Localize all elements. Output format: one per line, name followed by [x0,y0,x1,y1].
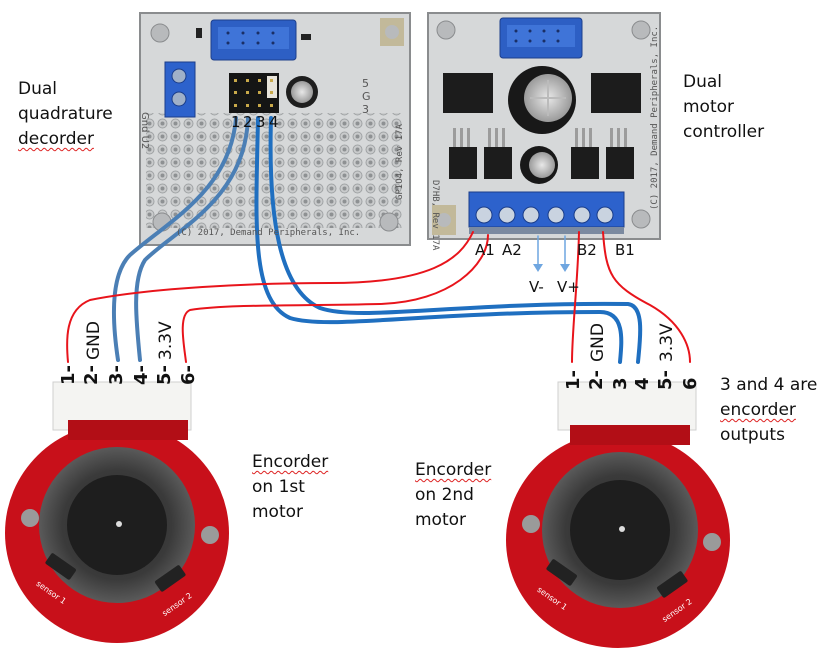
mount-hole-icon [522,515,540,533]
hall-sensor [657,571,688,598]
enc2-pin-2: 2- [586,370,607,390]
encoder2-label: Encorder on 2nd motor [415,458,491,533]
encoder1-label-line: on 1st [252,477,305,497]
hall-sensor [155,565,186,592]
controller-label-line: Dual [683,72,723,92]
mount-hole-icon [385,25,399,39]
encoder1-label-line: Encorder [252,452,329,472]
arrow-down-icon [560,264,570,272]
terminal-b1-label: B1 [615,241,635,259]
note-line: encorder [720,400,796,420]
driver-ic [591,73,641,113]
encoder2-label-line: Encorder [415,460,492,480]
note-line: 3 and 4 are [720,375,818,395]
controller-label: Dual motor controller [683,70,764,145]
mount-hole-icon [631,209,651,229]
encoder-2 [506,381,730,648]
hall-sensor [45,553,76,580]
screw-icon [171,91,187,107]
terminal-a1-label: A1 [475,241,495,259]
mount-hole-icon [201,526,219,544]
wire-decoder4-enc2-pin4 [268,116,643,364]
mount-hole-icon [436,20,456,40]
enc2-pin-4: 4 [632,377,653,390]
decoder-silk-bottom: (C) 2017, Demand Peripherals, Inc. [176,228,361,238]
mount-hole-icon [703,533,721,551]
enc1-pin-5: 5- [154,365,175,385]
arrow-down-icon [533,264,543,272]
mount-hole-icon [21,509,39,527]
enc1-pin-6: 6- [178,365,199,385]
mosfet [606,147,634,179]
note-line: outputs [720,425,785,445]
enc2-gnd-label: GND [588,323,608,362]
encoder2-label-line: on 2nd [415,485,474,505]
decoder-pin-4: 4 [269,113,279,131]
decoder-label-line: Dual [18,79,58,99]
decoder-label: Dual quadrature decorder [18,77,113,152]
enc1-pin-2: 2- [81,365,102,385]
decoder-pin-2: 2 [243,113,253,131]
wire-A2-enc1-pin6 [181,234,489,363]
wire-A1-enc1-pin1 [66,231,474,363]
encoder1-label-line: motor [252,502,304,522]
terminal-b2-label: B2 [577,241,597,259]
enc1-pin-3: 3- [106,365,127,385]
controller-silk-left: D7HB, Rev 17A [430,180,440,251]
screw-icon [171,68,187,84]
v-plus-label: V+ [557,278,580,296]
enc1-3v3-label: 3.3V [156,321,176,360]
terminal-a2-label: A2 [502,241,522,259]
enc2-pin-3: 3 [610,377,631,390]
wires [66,116,691,364]
decoder-pin-1: 1 [231,113,241,131]
mount-hole-icon [379,212,399,232]
mount-hole-icon [631,20,651,40]
mosfet [449,147,477,179]
driver-ic [443,73,493,113]
decoder-silk-right: GPIO4, Rev 17A [395,124,405,200]
controller-label-line: controller [683,122,765,142]
encoder2-label-line: motor [415,510,467,530]
wire-decoder1-enc1-pin3 [111,116,238,362]
side-pin-label: 5 [362,77,369,90]
side-pin-label: G [362,90,371,103]
encoder-1 [5,381,229,643]
wire-B2-enc2-pin1 [571,231,580,363]
decoder-label-line: quadrature [18,104,113,124]
encoder-connector [557,381,697,431]
enc2-pin-5: 5- [655,370,676,390]
controller-silk-right: (C) 2017, Demand Peripherals, Inc. [650,25,660,210]
enc1-pin-4: 4- [131,365,152,385]
mosfet [484,147,512,179]
v-minus-label: V- [529,278,544,296]
side-pin-label: 3 [362,103,369,116]
enc1-pin-1: 1- [58,365,79,385]
enc2-3v3-label: 3.3V [657,323,677,362]
decoder-label-line: decorder [18,129,94,149]
controller-label-line: motor [683,97,735,117]
encoder-outputs-note: 3 and 4 are encorder outputs [720,373,817,448]
enc1-gnd-label: GND [84,321,104,360]
mount-hole-icon [150,23,170,43]
wire-decoder2-enc1-pin4 [134,116,250,362]
dual-motor-controller-board [427,12,661,240]
mosfet [571,147,599,179]
decoder-pin-3: 3 [256,113,266,131]
wire-decoder3-enc2-pin3 [254,116,624,364]
wire-B1-enc2-pin6 [602,231,691,363]
enc2-pin-1: 1- [563,370,584,390]
enc2-pin-6: 6 [680,377,701,390]
decoder-side-pins: 5 G 3 [362,77,371,116]
hall-sensor [546,559,577,586]
decoder-terminal-silk: Gnd U2 [139,112,150,150]
encoder1-label: Encorder on 1st motor [252,450,328,525]
